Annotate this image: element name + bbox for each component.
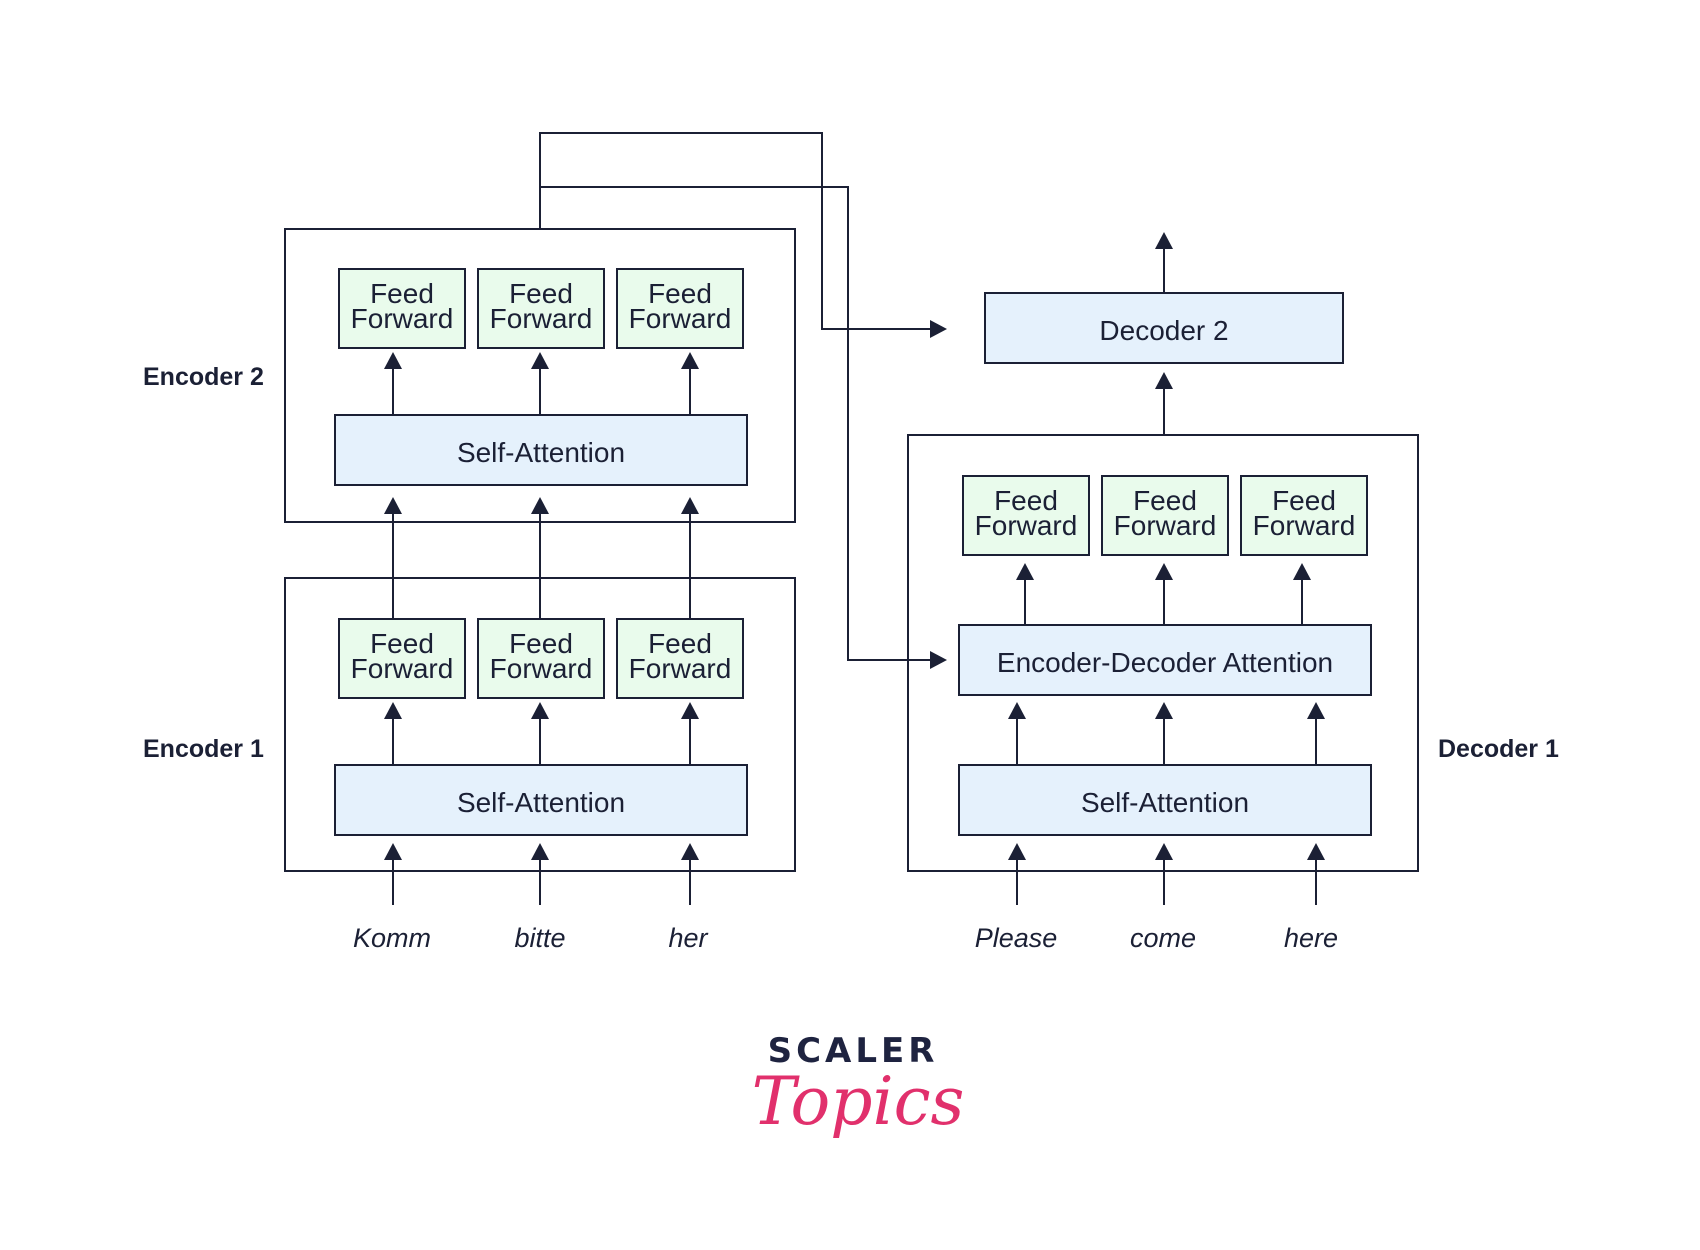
ff-label-line1: Feed (648, 278, 712, 309)
arrowhead-up (1293, 563, 1311, 580)
arrowhead-up (1155, 232, 1173, 249)
arrowhead-up (1307, 843, 1325, 860)
arrowhead-up (531, 352, 549, 369)
arrowhead-up (681, 843, 699, 860)
ff-label-line1: Feed (509, 278, 573, 309)
arrow-heads (384, 232, 1325, 860)
wire-enc2-to-enc-dec-attention (540, 186, 934, 661)
arrowhead-up (384, 843, 402, 860)
ff-label-line2: Forward (490, 653, 593, 684)
ff-label-line1: Feed (509, 628, 573, 659)
ff-label-line2: Forward (490, 303, 593, 334)
encoder-2-self-attention: Self-Attention (334, 414, 748, 486)
arrowhead-up (531, 497, 549, 514)
logo-wordmark-script: Topics (752, 1063, 965, 1140)
self-attention-label: Self-Attention (1081, 787, 1249, 818)
encoder-2-feed-forward-2: Feed Forward (477, 268, 605, 349)
arrowhead-up (531, 843, 549, 860)
encoder-input-token: Komm (353, 923, 431, 953)
arrowhead-right (930, 320, 947, 338)
ff-label-line2: Forward (629, 303, 732, 334)
decoder-2-block: Decoder 2 (984, 292, 1344, 364)
encoder-2-feed-forward-3: Feed Forward (616, 268, 744, 349)
encoder-1-feed-forward-2: Feed Forward (477, 618, 605, 699)
ff-label-line1: Feed (994, 485, 1058, 516)
decoder-input-token: here (1284, 923, 1338, 953)
ff-label-line2: Forward (351, 653, 454, 684)
decoder-2-label: Decoder 2 (1099, 315, 1228, 346)
ff-label-line1: Feed (1272, 485, 1336, 516)
arrowhead-up (384, 352, 402, 369)
encoder-1-feed-forward-1: Feed Forward (338, 618, 466, 699)
encoder-1-label: Encoder 1 (143, 735, 264, 763)
ff-label-line2: Forward (351, 303, 454, 334)
self-attention-label: Self-Attention (457, 787, 625, 818)
encoder-1-feed-forward-3: Feed Forward (616, 618, 744, 699)
ff-label-line2: Forward (629, 653, 732, 684)
ff-label-line1: Feed (648, 628, 712, 659)
arrowhead-up (1307, 702, 1325, 719)
connections (392, 132, 1317, 905)
decoder-1-feed-forward-3: Feed Forward (1240, 475, 1368, 556)
decoder-1-self-attention: Self-Attention (958, 764, 1372, 836)
arrowhead-up (681, 702, 699, 719)
decoder-1-encoder-decoder-attention: Encoder-Decoder Attention (958, 624, 1372, 696)
ff-label-line1: Feed (370, 278, 434, 309)
logo-wordmark-top: SCALER (768, 1031, 939, 1071)
ff-label-line2: Forward (1253, 510, 1356, 541)
arrowhead-up (1008, 843, 1026, 860)
scaler-topics-logo: SCALER Topics (752, 1031, 965, 1140)
ff-label-line2: Forward (975, 510, 1078, 541)
arrowhead-up (1008, 702, 1026, 719)
encoder-1-self-attention: Self-Attention (334, 764, 748, 836)
decoder-input-token: come (1130, 923, 1196, 953)
decoder-1-feed-forward-2: Feed Forward (1101, 475, 1229, 556)
arrowhead-up (384, 497, 402, 514)
decoder-1-label: Decoder 1 (1438, 735, 1559, 763)
arrowhead-up (531, 702, 549, 719)
arrowhead-up (681, 352, 699, 369)
arrowhead-right (930, 651, 947, 669)
ff-label-line2: Forward (1114, 510, 1217, 541)
encoder-input-token: bitte (514, 923, 565, 953)
arrowhead-up (681, 497, 699, 514)
ff-label-line1: Feed (370, 628, 434, 659)
encoder-2-label: Encoder 2 (143, 363, 264, 391)
encoder-2-feed-forward-1: Feed Forward (338, 268, 466, 349)
arrowhead-up (1016, 563, 1034, 580)
decoder-input-token: Please (975, 923, 1058, 953)
self-attention-label: Self-Attention (457, 437, 625, 468)
arrowhead-up (1155, 372, 1173, 389)
wire-enc2-to-decoder2 (539, 132, 934, 330)
decoder-1-feed-forward-1: Feed Forward (962, 475, 1090, 556)
encoder-decoder-attention-label: Encoder-Decoder Attention (997, 647, 1333, 678)
arrowhead-up (1155, 843, 1173, 860)
arrowhead-up (1155, 563, 1173, 580)
arrowhead-up (384, 702, 402, 719)
arrowhead-up (1155, 702, 1173, 719)
ff-label-line1: Feed (1133, 485, 1197, 516)
encoder-input-token: her (668, 923, 708, 953)
